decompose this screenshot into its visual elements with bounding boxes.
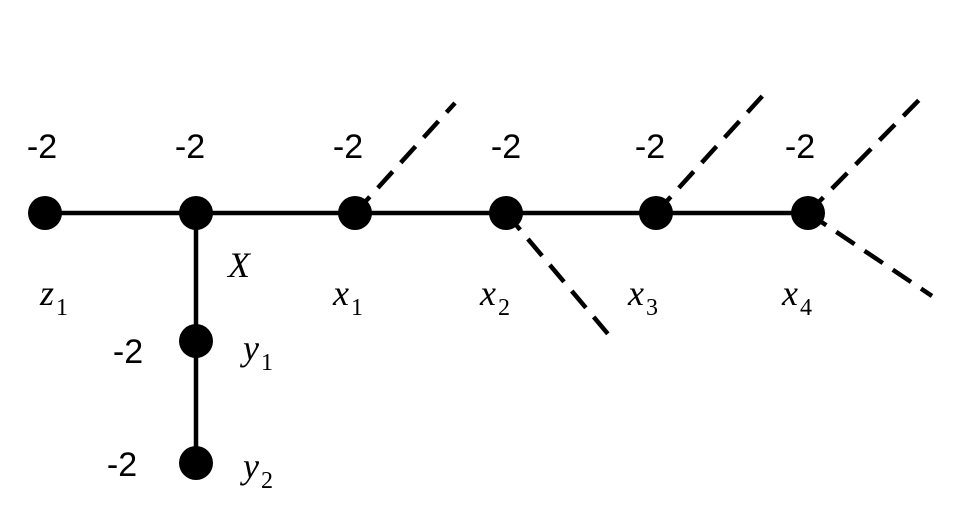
weight-x2: -2 bbox=[491, 128, 521, 166]
dashed-edge-x1-up-right bbox=[353, 101, 457, 215]
weight-x3: -2 bbox=[635, 128, 665, 166]
vertex-X bbox=[179, 196, 213, 230]
label-x4: x4 bbox=[781, 273, 812, 321]
vertex-y1 bbox=[179, 324, 213, 358]
dashed-edge-x2-down-right bbox=[504, 211, 610, 336]
vertex-x1 bbox=[338, 196, 372, 230]
label-x3: x3 bbox=[627, 273, 658, 321]
dashed-edge-x4-up-right bbox=[806, 97, 922, 215]
dashed-edge-x3-up-right bbox=[654, 90, 768, 215]
weight-y1: -2 bbox=[113, 333, 143, 371]
weight-z1: -2 bbox=[27, 128, 57, 166]
label-y1: y1 bbox=[240, 328, 273, 376]
weight-x1: -2 bbox=[333, 128, 363, 166]
weight-x4: -2 bbox=[785, 128, 815, 166]
dashed-edge-x4-down-right bbox=[806, 211, 934, 298]
nodes-layer bbox=[28, 196, 825, 480]
edges-layer bbox=[45, 210, 808, 463]
label-x1: x1 bbox=[332, 273, 363, 321]
vertex-x2 bbox=[489, 196, 523, 230]
weight-y2: -2 bbox=[107, 446, 137, 484]
label-y2: y2 bbox=[240, 446, 273, 494]
label-X: X bbox=[226, 245, 252, 285]
weight-X: -2 bbox=[175, 128, 205, 166]
vertex-z1 bbox=[28, 196, 62, 230]
vertex-x3 bbox=[639, 196, 673, 230]
label-z1: z1 bbox=[39, 273, 68, 321]
dashed-edges-layer bbox=[353, 90, 934, 336]
label-x2: x2 bbox=[479, 273, 510, 321]
vertex-y2 bbox=[179, 446, 213, 480]
vertex-x4 bbox=[791, 196, 825, 230]
